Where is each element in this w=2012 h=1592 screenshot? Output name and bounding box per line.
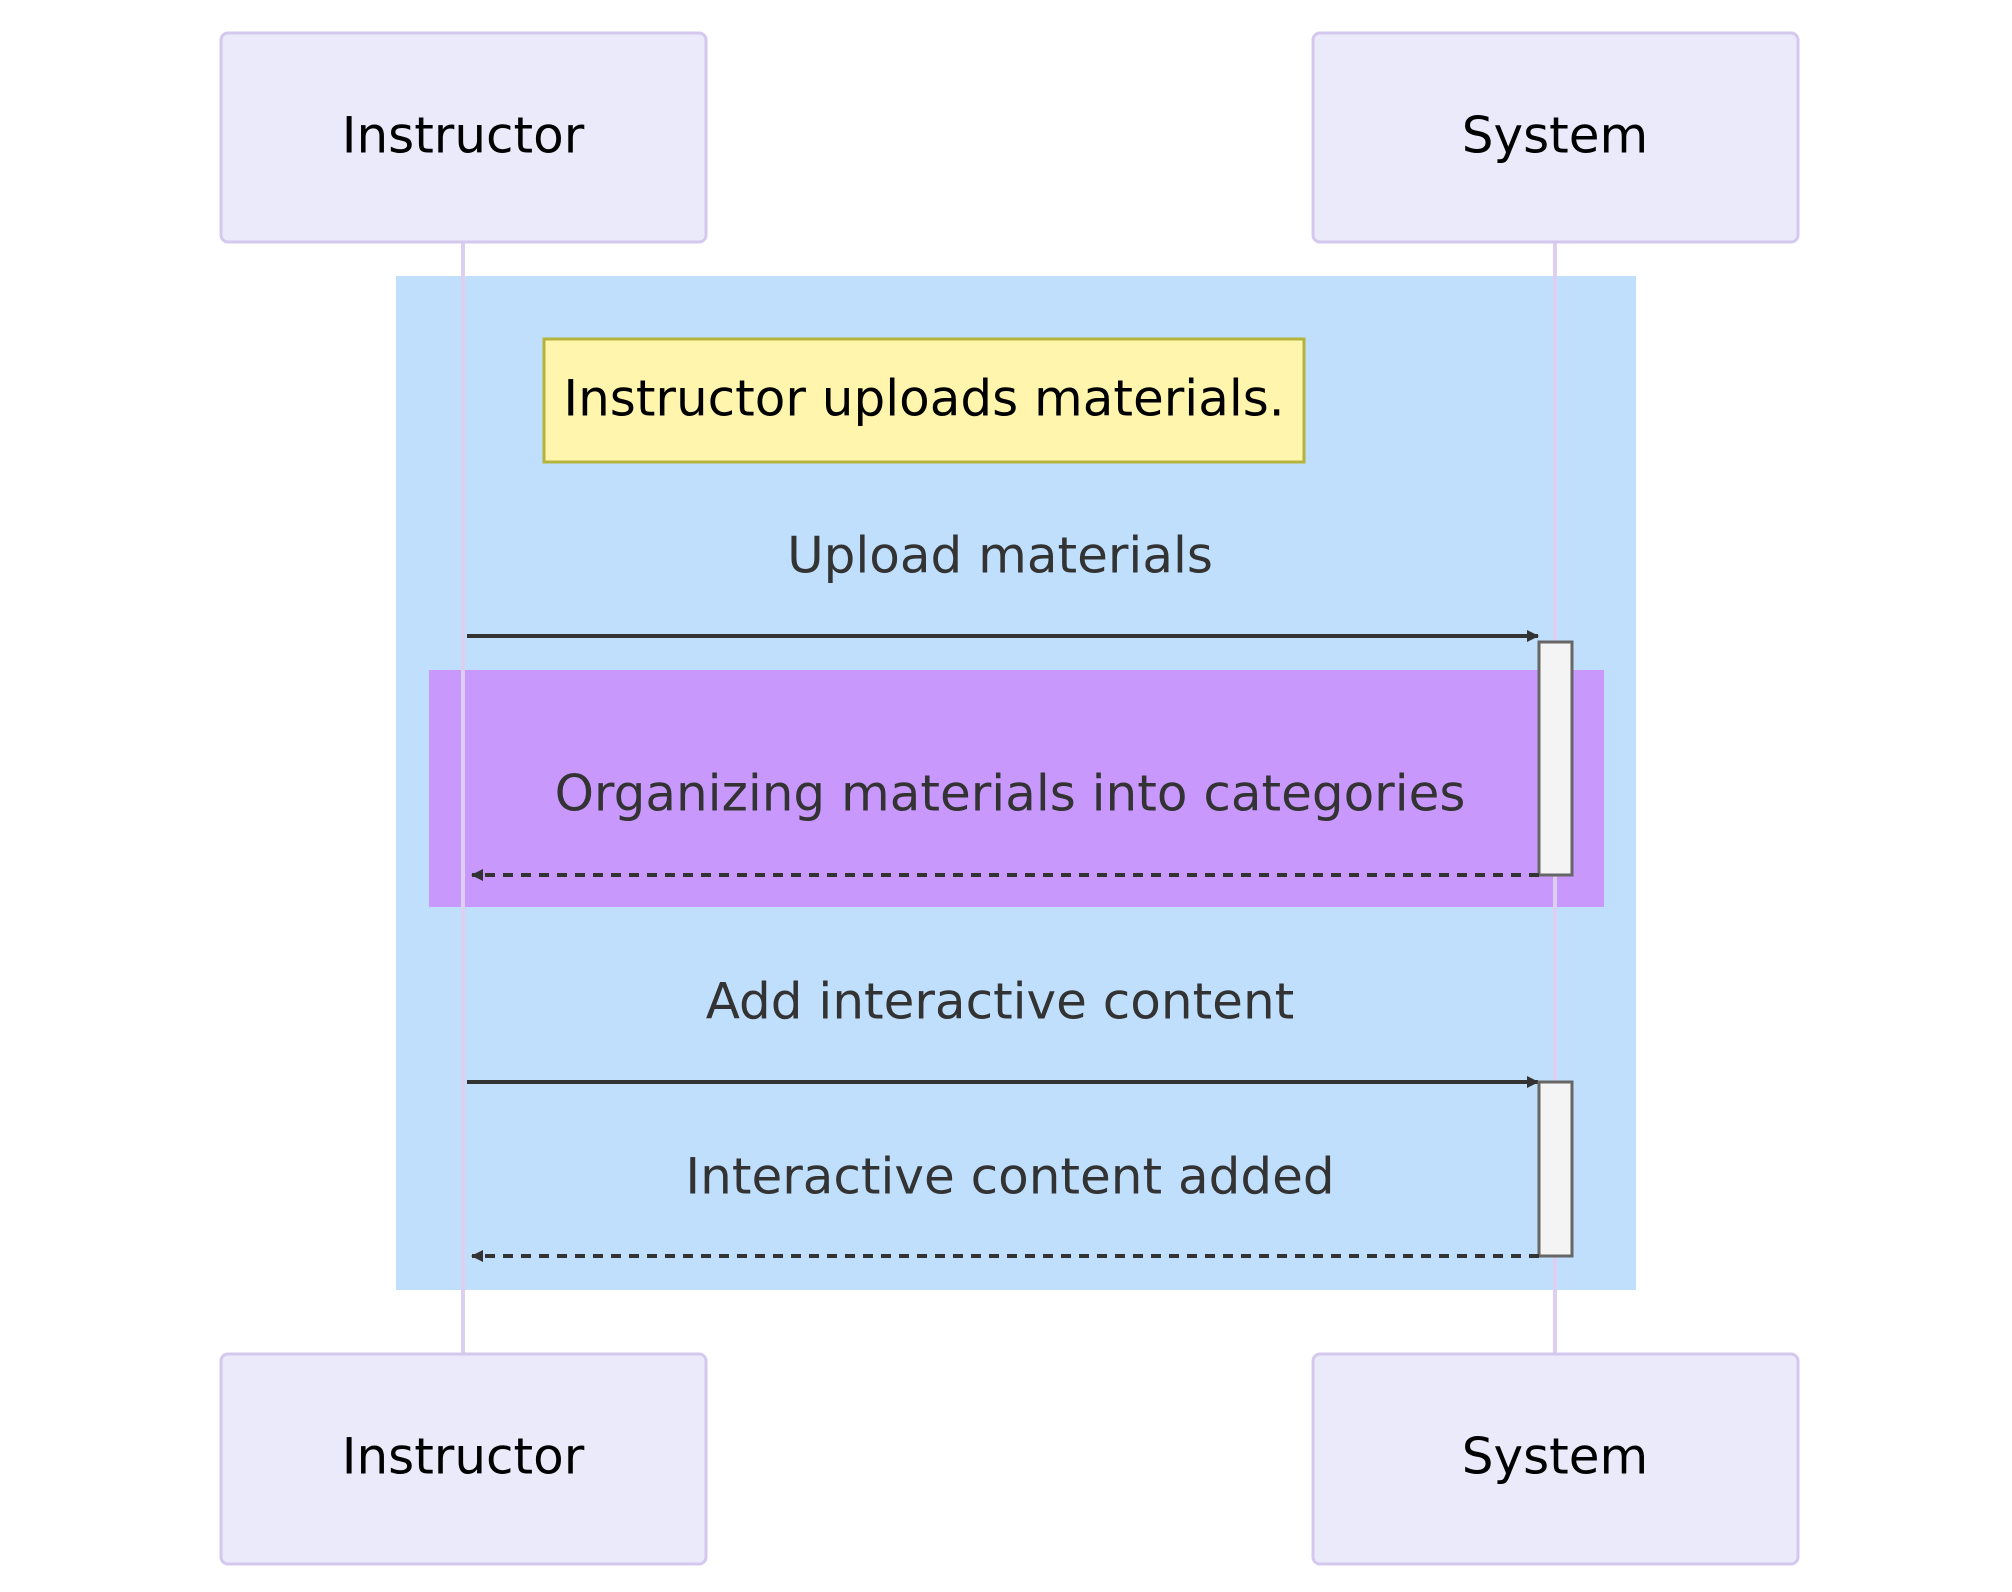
note: Instructor uploads materials. [542, 337, 1306, 464]
actor-bottom-instructor: Instructor [219, 1352, 708, 1566]
message-label: Add interactive content [706, 973, 1295, 1031]
message-label: Upload materials [787, 527, 1213, 585]
note-text: Instructor uploads materials. [563, 370, 1284, 428]
message-label: Interactive content added [685, 1148, 1334, 1206]
actor-top-instructor: Instructor [219, 31, 708, 244]
activation-bar [1537, 640, 1574, 877]
actor-label: System [1462, 107, 1648, 165]
message-label: Organizing materials into categories [555, 765, 1466, 823]
actor-label: Instructor [342, 107, 585, 165]
actor-bottom-system: System [1311, 1352, 1800, 1566]
inner-region [429, 670, 1604, 907]
actor-label: System [1462, 1428, 1648, 1486]
actor-top-system: System [1311, 31, 1800, 244]
activation-bar [1537, 1080, 1574, 1258]
actor-label: Instructor [342, 1428, 585, 1486]
